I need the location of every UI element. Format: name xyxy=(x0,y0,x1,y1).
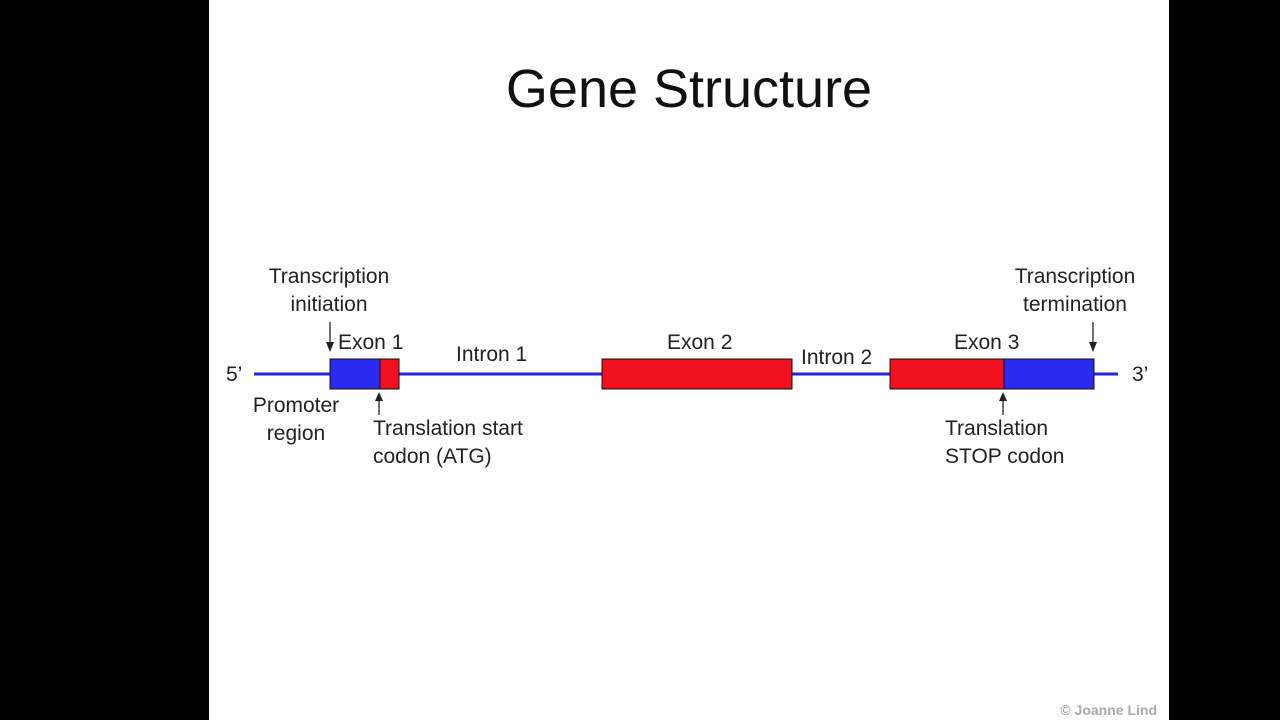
five-prime-label: 5’ xyxy=(226,363,243,386)
gene-diagram xyxy=(254,322,1118,415)
slide: Gene Structure xyxy=(209,0,1169,720)
exon1-coding-block xyxy=(379,358,400,390)
transcription-termination-arrow xyxy=(1089,322,1097,352)
start-codon-label: Translation start codon (ATG) xyxy=(373,415,523,471)
start-codon-line1: Translation start xyxy=(373,417,523,440)
intron2-label: Intron 2 xyxy=(801,346,873,369)
three-prime-label: 3’ xyxy=(1132,363,1149,386)
stop-codon-label: Translation STOP codon xyxy=(945,415,1064,471)
promoter-line1: Promoter xyxy=(252,394,340,417)
transcription-initiation-line2: initiation xyxy=(290,293,368,316)
promoter-region-label: Promoter region xyxy=(236,392,356,448)
copyright-notice: © Joanne Lind xyxy=(1060,702,1157,718)
promoter-line2: region xyxy=(266,422,326,445)
transcription-initiation-line1: Transcription xyxy=(268,265,390,288)
transcription-initiation-label: Transcription initiation xyxy=(249,263,409,319)
intron1-label: Intron 1 xyxy=(456,343,528,366)
exon1-utr-block xyxy=(329,358,381,390)
transcription-termination-line2: termination xyxy=(1023,293,1127,316)
exon3-coding-block xyxy=(889,358,1005,390)
start-codon-line2: codon (ATG) xyxy=(373,445,492,468)
slide-title: Gene Structure xyxy=(505,59,873,119)
stop-codon-arrow xyxy=(999,392,1007,415)
exon2-coding-block xyxy=(601,358,793,390)
exon3-utr-block xyxy=(1003,358,1095,390)
exon1-label: Exon 1 xyxy=(338,331,404,354)
exon3-label: Exon 3 xyxy=(954,331,1020,354)
transcription-initiation-arrow xyxy=(326,322,334,352)
transcription-termination-line1: Transcription xyxy=(1014,265,1136,288)
transcription-termination-label: Transcription termination xyxy=(995,263,1155,319)
stop-codon-line2: STOP codon xyxy=(945,445,1065,468)
exon2-label: Exon 2 xyxy=(667,331,733,354)
start-codon-arrow xyxy=(375,392,383,415)
stop-codon-line1: Translation xyxy=(945,417,1049,440)
